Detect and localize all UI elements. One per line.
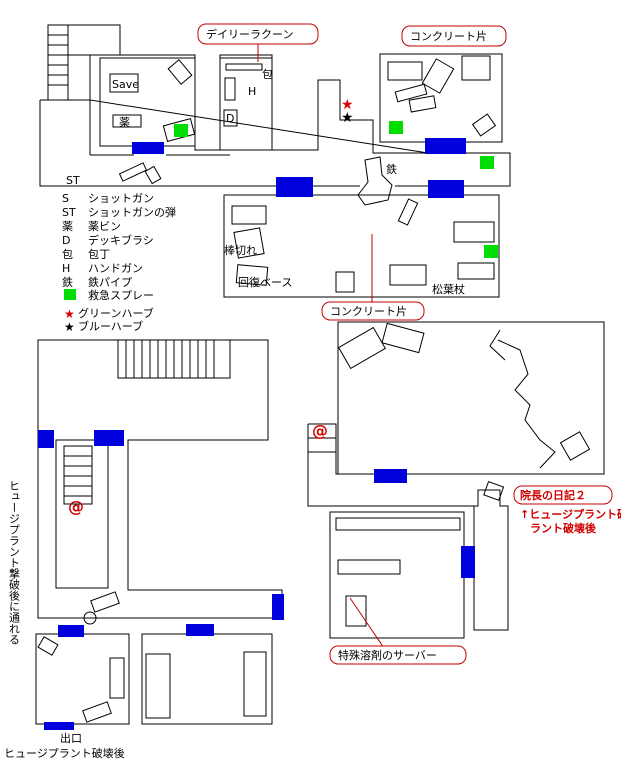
label-deck-brush: D [226, 112, 234, 125]
door [461, 546, 475, 578]
lower-left-walls [35, 339, 283, 725]
spray-marker [484, 245, 498, 258]
legend-row: ST [62, 206, 76, 219]
lower-left-doors [38, 430, 284, 730]
spray-marker [174, 124, 188, 137]
door [186, 624, 214, 636]
door [58, 625, 84, 637]
legend-row: ショットガン [88, 192, 154, 205]
svg-text:院長の日記２: 院長の日記２ [520, 488, 586, 502]
legend-green-herb-star: ★ [64, 307, 75, 321]
door [272, 594, 284, 620]
callout-concrete-top: コンクリート片 [401, 25, 507, 47]
door [428, 180, 464, 198]
callout-special-server: 特殊溶剤のサーバー [329, 597, 467, 665]
legend-row: デッキブラシ [88, 233, 154, 247]
label-exit: 出口 [60, 731, 82, 745]
server-room [329, 511, 465, 639]
label-kusuri: 薬 [119, 116, 130, 129]
legend-row: 包丁 [88, 248, 110, 261]
label-shotgun-shell: ST [66, 174, 80, 187]
upper-furniture [109, 55, 497, 293]
after-plant-note-2: ラント破壊後 [530, 521, 597, 535]
door [132, 142, 164, 154]
spray-marker [480, 156, 494, 169]
stairs-steps [48, 34, 68, 86]
stairs-landing [67, 24, 121, 56]
label-wood-piece: 棒切れ [224, 243, 257, 257]
legend-row: H [62, 262, 70, 275]
lower-right-walls [307, 321, 605, 639]
label-iron-pipe: 鉄 [386, 162, 397, 176]
door [425, 138, 466, 154]
legend-row: 救急スプレー [88, 288, 154, 302]
legend-row: 包 [62, 248, 73, 261]
lower-room [141, 633, 273, 725]
at-mark-right: @ [312, 421, 328, 440]
green-herb-star: ★ [341, 97, 354, 113]
legend-row: グリーンハーブ [78, 306, 154, 320]
recovery-room [223, 194, 500, 298]
big-concrete-room [337, 321, 605, 475]
door [38, 430, 54, 448]
legend-row: D [62, 234, 70, 247]
upper-doors [132, 138, 466, 198]
legend: S ショットガン ST ショットガンの弾 薬 薬ビン D デッキブラシ 包 包丁… [62, 192, 176, 334]
door [94, 430, 124, 446]
legend-blue-herb-star: ★ [64, 320, 75, 334]
exit-note: ヒュージプラント破壊後 [4, 746, 125, 760]
callout-concrete-mid: コンクリート片 [321, 234, 425, 321]
corridor-outline [39, 54, 511, 187]
legend-row: 鉄 [62, 275, 73, 289]
label-handgun: H [248, 85, 256, 98]
label-pine-cane: 松葉杖 [432, 282, 465, 296]
legend-row: 薬 [62, 220, 73, 233]
blue-herb-star: ★ [341, 110, 354, 126]
upper-floor-walls [39, 24, 511, 298]
door [374, 469, 407, 483]
legend-row: S [62, 192, 69, 205]
label-recovery-base: 回復ベース [238, 276, 292, 289]
legend-spray-swatch [64, 289, 76, 300]
inner-stairs [63, 445, 93, 505]
lower-right-doors [374, 469, 475, 578]
door [44, 722, 74, 730]
door [276, 177, 313, 197]
spray-marker [389, 121, 403, 134]
legend-row: 薬ビン [88, 220, 121, 233]
legend-row: ブルーハーブ [78, 319, 143, 333]
callout-director-diary: 院長の日記２ [513, 485, 613, 505]
after-plant-note: ↑ヒュージプラント破壊後 [520, 507, 621, 521]
svg-text:コンクリート片: コンクリート片 [410, 30, 487, 43]
legend-row: ハンドガン [88, 262, 143, 275]
svg-text:コンクリート片: コンクリート片 [330, 305, 407, 318]
label-knife: 包 [262, 68, 273, 81]
svg-text:特殊溶剤のサーバー: 特殊溶剤のサーバー [338, 648, 437, 662]
weapon-room [219, 57, 273, 151]
callout-daily-raccoon: デイリーラクーン [197, 23, 319, 62]
svg-text:デイリーラクーン: デイリーラクーン [206, 27, 293, 41]
legend-row: 鉄パイプ [88, 275, 132, 289]
spray-markers-upper [174, 121, 498, 258]
label-save: Save [112, 78, 139, 91]
legend-row: ショットガンの弾 [88, 206, 176, 219]
vertical-note: ヒュージプラント撃破後に通れる [8, 480, 21, 645]
at-mark-lower: @ [68, 497, 84, 516]
stairs-left [47, 24, 69, 101]
